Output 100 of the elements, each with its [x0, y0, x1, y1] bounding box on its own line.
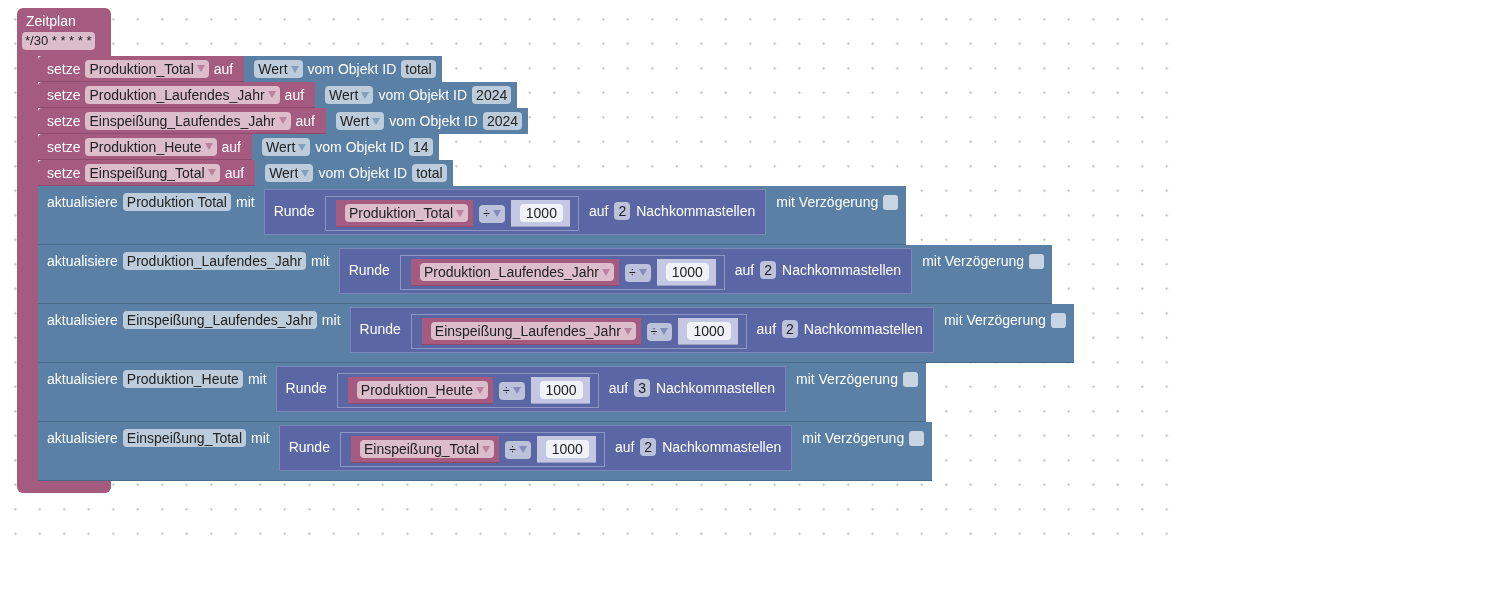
dropdown-field: Produktion_Laufendes_Jahr	[419, 263, 615, 281]
set-variable-block	[38, 108, 529, 134]
number-block	[530, 377, 590, 404]
block-label: Runde	[359, 321, 401, 337]
number-field: 3	[634, 379, 650, 397]
text-field: Produktion_Laufendes_Jahr	[122, 252, 306, 270]
dropdown-field: ÷	[479, 204, 505, 223]
set-variable-block	[38, 134, 439, 160]
number-block	[678, 318, 738, 345]
block-label: Nachkommastellen	[636, 203, 756, 219]
block-label: mit	[251, 430, 270, 446]
block-label: mit Verzögerung	[922, 253, 1025, 269]
update-block	[38, 304, 1074, 363]
block-label: vom Objekt ID	[378, 87, 468, 103]
update-block	[38, 363, 926, 422]
block-label: aktualisiere	[47, 430, 118, 446]
text-field: 2024	[483, 112, 523, 130]
block-label: auf	[221, 138, 241, 155]
dropdown-field: ÷	[625, 263, 651, 282]
block-label: vom Objekt ID	[389, 113, 478, 129]
block-label: Zeitplan	[26, 13, 76, 29]
block-label: auf	[734, 262, 755, 278]
dropdown-field: Produktion_Total	[85, 59, 209, 78]
block-label: mit	[321, 312, 341, 328]
text-field: Produktion_Heute	[122, 370, 243, 388]
block-label: Runde	[348, 262, 390, 278]
dropdown-field: Einspeißung_Total	[85, 163, 220, 182]
schedule-block	[17, 8, 111, 56]
round-block	[349, 307, 934, 353]
update-block	[38, 422, 933, 481]
variable-block	[347, 377, 493, 404]
text-field: total	[401, 60, 436, 78]
block-label: auf	[614, 439, 635, 455]
dropdown-field: Wert	[254, 60, 303, 78]
block-label: auf	[284, 86, 305, 103]
block-label: vom Objekt ID	[318, 165, 408, 181]
variable-block	[410, 259, 620, 286]
round-block	[263, 189, 767, 235]
text-field: 2024	[472, 86, 512, 104]
block-label: mit Verzögerung	[776, 194, 879, 210]
number-field: 1000	[545, 440, 589, 458]
block-label: Nachkommastellen	[782, 262, 902, 278]
number-field: 1000	[519, 204, 563, 222]
number-field: 2	[782, 320, 798, 338]
block-label: vom Objekt ID	[307, 61, 397, 77]
arithmetic-block	[336, 373, 599, 408]
text-field: Produktion Total	[122, 193, 231, 211]
block-label: Runde	[288, 439, 330, 455]
number-field: 2	[614, 202, 631, 220]
dropdown-field: Produktion_Total	[344, 204, 469, 222]
dropdown-field: ÷	[498, 381, 525, 400]
block-label: aktualisiere	[47, 253, 118, 269]
block-label: aktualisiere	[47, 371, 118, 387]
block-label: aktualisiere	[47, 194, 118, 210]
block-label: auf	[588, 203, 609, 219]
round-block	[275, 366, 786, 412]
variable-block	[421, 318, 641, 345]
set-variable-block	[38, 82, 518, 108]
dropdown-field: Einspeißung_Total	[359, 440, 495, 458]
set-variable-block	[38, 160, 453, 186]
block-label: setze	[47, 86, 81, 103]
round-block	[338, 248, 913, 294]
number-field: 1000	[539, 381, 583, 399]
block-label: mit Verzögerung	[802, 430, 905, 446]
text-field: Einspeißung_Laufendes_Jahr	[122, 311, 317, 329]
block-label: Nachkommastellen	[655, 380, 775, 396]
dropdown-field: Wert	[262, 138, 311, 156]
block-label: Runde	[285, 380, 327, 396]
update-block	[38, 245, 1053, 304]
get-value-block	[244, 56, 442, 82]
dropdown-field: Produktion_Heute	[85, 137, 217, 156]
variable-block	[350, 436, 500, 463]
block-label: mit Verzögerung	[943, 312, 1046, 328]
variable-block	[335, 200, 474, 227]
arithmetic-block	[410, 314, 747, 349]
text-field: */30 * * * * *	[22, 32, 95, 50]
arithmetic-block	[399, 255, 725, 290]
block-label: mit	[247, 371, 267, 387]
block-label: auf	[295, 112, 315, 129]
number-block	[656, 259, 716, 286]
dropdown-field: Wert	[335, 112, 385, 130]
text-field: 14	[409, 138, 433, 156]
block-label: setze	[47, 138, 81, 155]
dropdown-field: Produktion_Laufendes_Jahr	[85, 85, 280, 104]
dropdown-field: Wert	[265, 164, 314, 182]
number-field: 1000	[687, 322, 731, 340]
arithmetic-block	[324, 196, 579, 231]
update-block	[38, 186, 907, 245]
set-variable-block	[38, 56, 442, 82]
dropdown-field: Produktion_Heute	[356, 381, 488, 399]
block-label: Nachkommastellen	[803, 321, 923, 337]
text-field: total	[412, 164, 447, 182]
number-block	[536, 436, 596, 463]
get-value-block	[255, 160, 453, 186]
block-label: Runde	[273, 203, 315, 219]
dropdown-field: ÷	[505, 440, 531, 459]
block-label: setze	[47, 112, 81, 129]
block-label: aktualisiere	[47, 312, 118, 328]
block-label: auf	[756, 321, 777, 337]
dropdown-field: Wert	[325, 86, 374, 104]
